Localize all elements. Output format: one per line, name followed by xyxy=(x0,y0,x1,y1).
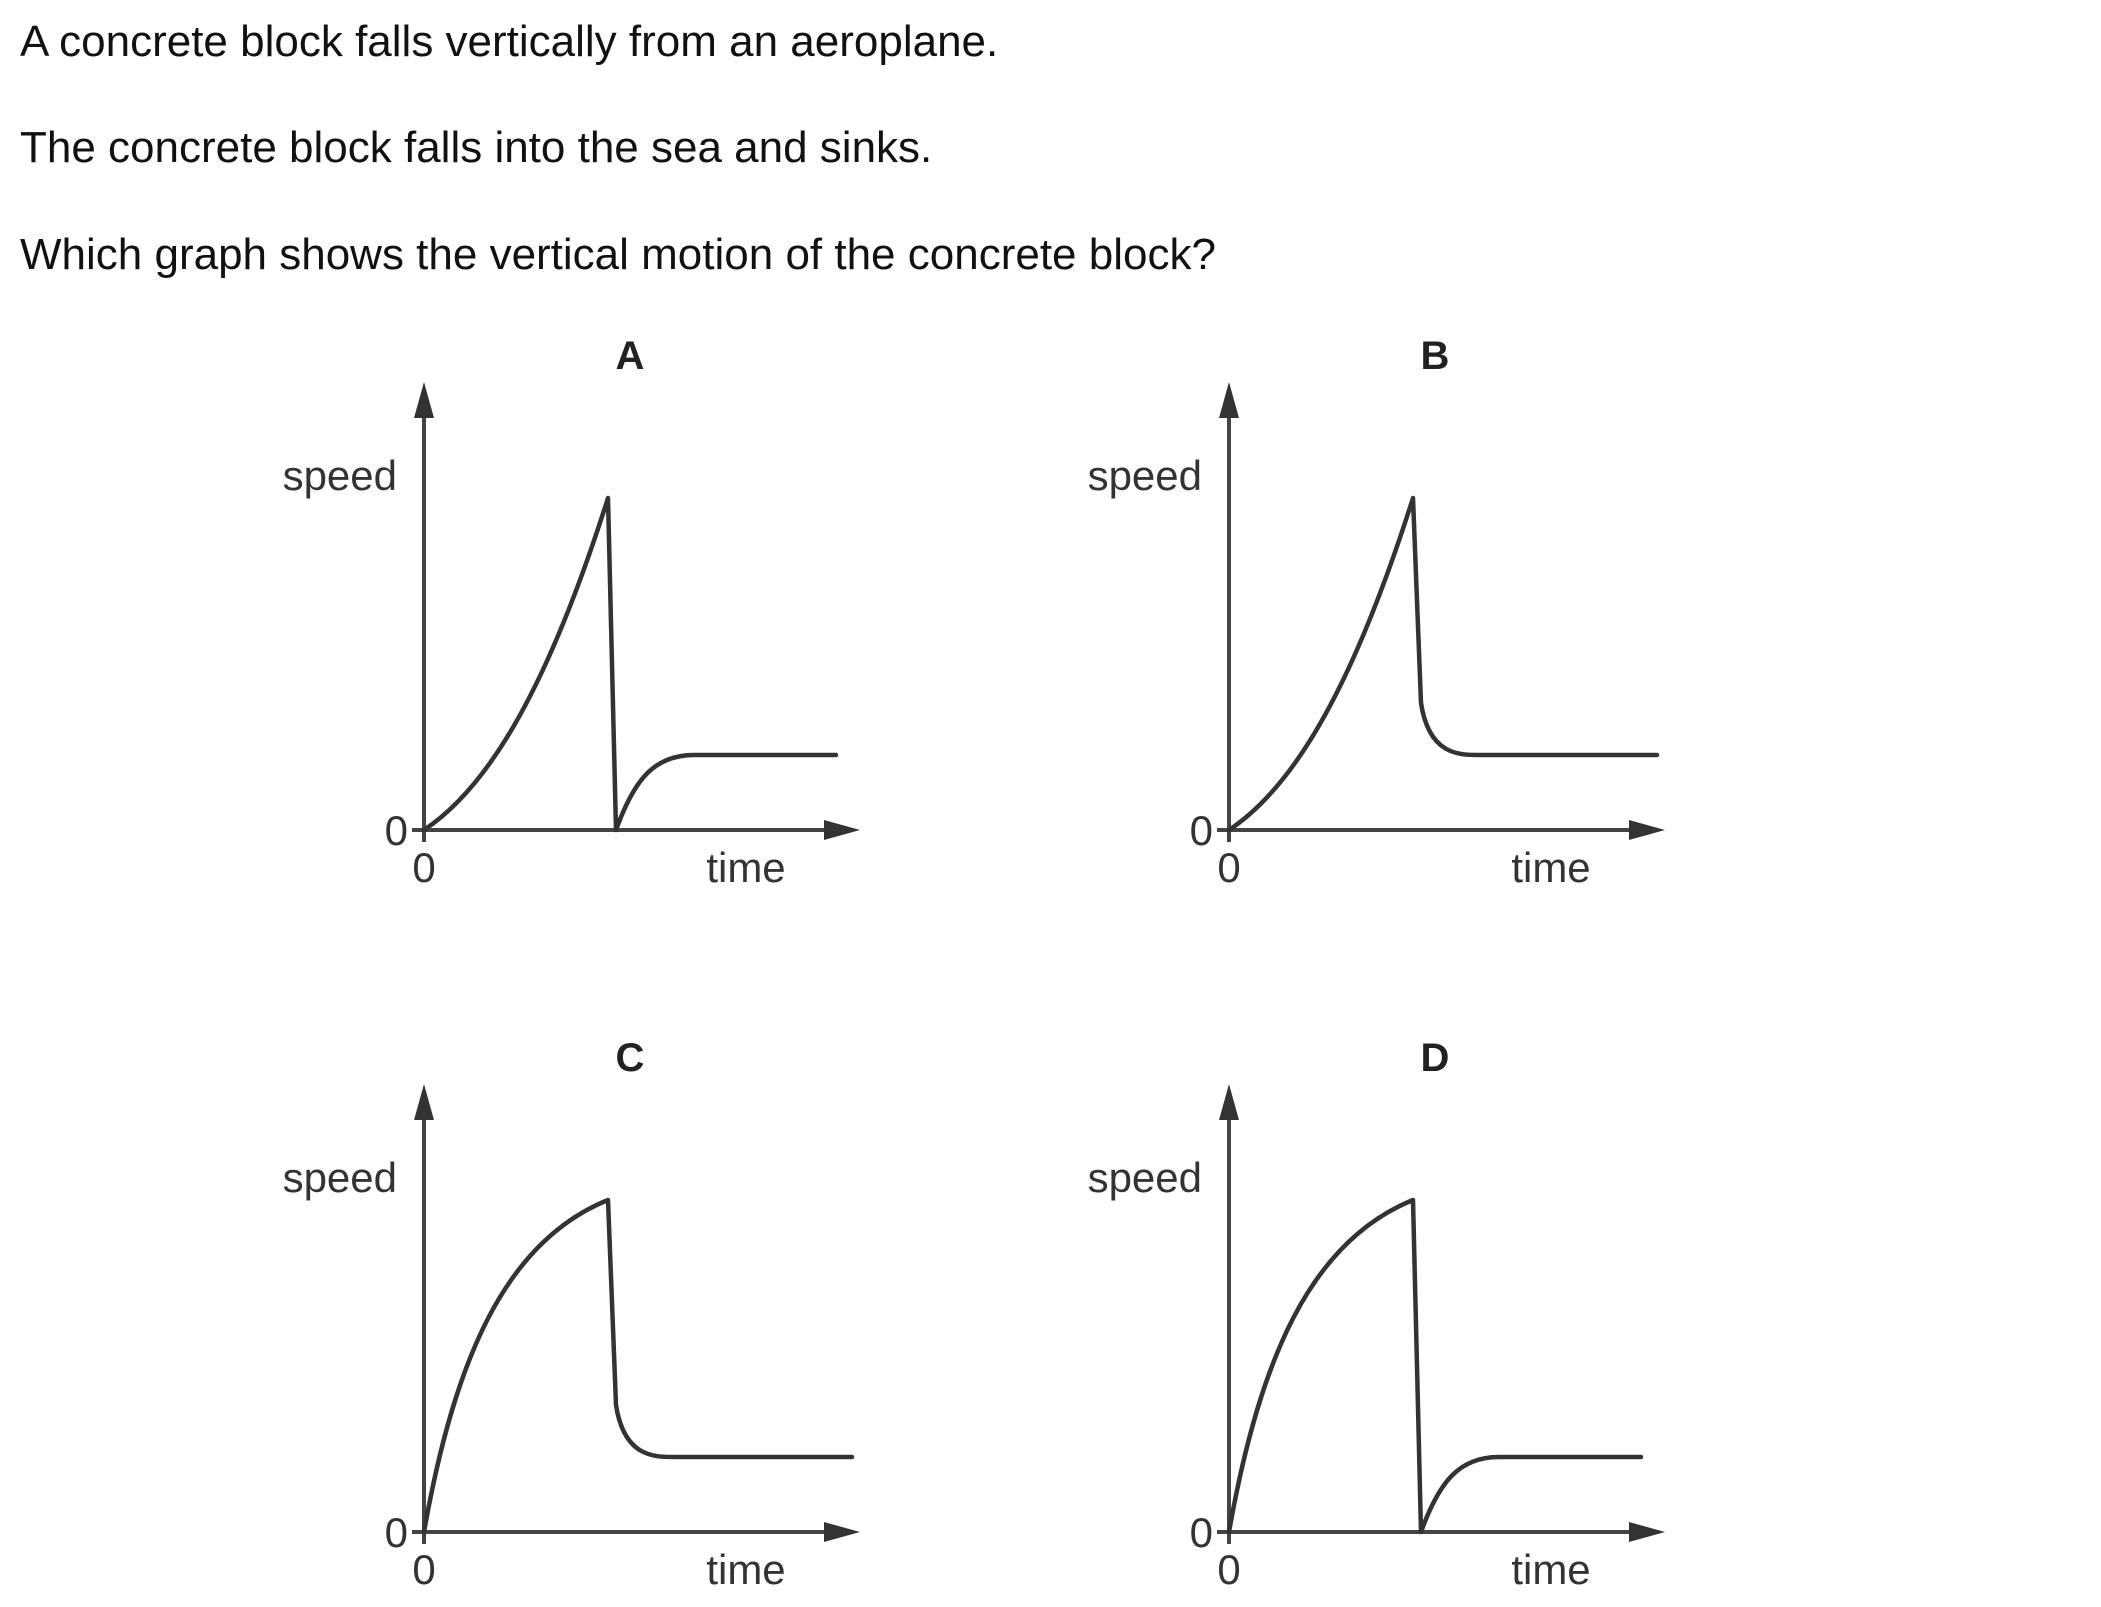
x-axis-label: time xyxy=(706,844,785,891)
y-tick-label: 0 xyxy=(385,1509,408,1556)
y-axis-arrow xyxy=(1219,1084,1239,1120)
x-axis-arrow xyxy=(1629,820,1665,840)
graph-letter-c: C xyxy=(616,1036,645,1080)
x-tick-label: 0 xyxy=(412,844,435,891)
question-line-1: A concrete block falls vertically from a… xyxy=(20,17,999,66)
y-tick-label: 0 xyxy=(385,807,408,854)
x-axis-label: time xyxy=(1511,844,1590,891)
speed-curve xyxy=(421,495,839,833)
y-tick-label: 0 xyxy=(1190,807,1213,854)
x-axis-arrow xyxy=(1629,1522,1665,1542)
y-axis-label: speed xyxy=(283,1154,397,1201)
x-axis-arrow xyxy=(824,820,860,840)
y-tick-label: 0 xyxy=(1190,1509,1213,1556)
speed-curve xyxy=(421,1197,855,1535)
x-tick-label: 0 xyxy=(1217,844,1240,891)
x-axis-arrow xyxy=(824,1522,860,1542)
speed-curve xyxy=(1226,1197,1644,1535)
y-axis-label: speed xyxy=(1088,452,1202,499)
y-axis-label: speed xyxy=(283,452,397,499)
x-axis-label: time xyxy=(1511,1546,1590,1593)
question-line-3: Which graph shows the vertical motion of… xyxy=(20,230,1216,279)
x-tick-label: 0 xyxy=(1217,1546,1240,1593)
x-axis-label: time xyxy=(706,1546,785,1593)
y-axis-arrow xyxy=(1219,382,1239,418)
x-tick-label: 0 xyxy=(412,1546,435,1593)
y-axis-arrow xyxy=(414,382,434,418)
y-axis-arrow xyxy=(414,1084,434,1120)
graph-letter-a: A xyxy=(616,334,645,378)
y-axis-label: speed xyxy=(1088,1154,1202,1201)
speed-curve xyxy=(1226,495,1660,833)
graph-letter-d: D xyxy=(1421,1036,1450,1080)
question-line-2: The concrete block falls into the sea an… xyxy=(20,123,933,172)
graph-letter-b: B xyxy=(1421,334,1450,378)
